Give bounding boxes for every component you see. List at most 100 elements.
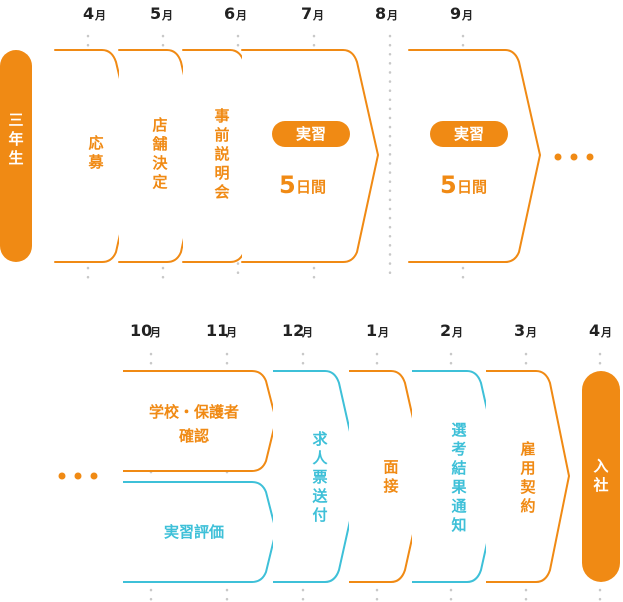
svg-text:付: 付: [312, 506, 327, 524]
internship-days-unit: 日間: [296, 178, 326, 196]
svg-text:知: 知: [451, 516, 466, 534]
svg-text:月: 月: [386, 9, 398, 22]
svg-text:月: 月: [312, 9, 324, 22]
svg-text:確認: 確認: [178, 427, 209, 445]
internship-block-1: [241, 49, 379, 263]
svg-text:店: 店: [152, 116, 167, 134]
step-result-label: 選 考 結 果 通 知: [450, 421, 467, 534]
month-label: 8 月: [375, 4, 398, 23]
row1-guide-lines: [86, 34, 465, 282]
svg-text:契: 契: [519, 478, 536, 496]
svg-text:実習: 実習: [454, 125, 484, 143]
month-label: 6 月: [224, 4, 247, 23]
svg-text:選: 選: [451, 421, 466, 439]
month-label: 12 月: [282, 321, 313, 340]
row2-month-headers: 10 月 11 月 12 月 1 月 2 月 3 月 4 月: [130, 321, 612, 340]
month-label: 3 月: [514, 321, 537, 340]
continuation-dots-row1: [554, 153, 594, 161]
month-label: 2 月: [440, 321, 463, 340]
svg-text:実習: 実習: [296, 125, 326, 143]
svg-text:応: 応: [88, 134, 103, 152]
month-label: 11 月: [206, 321, 237, 340]
hire-pill: 入 社: [582, 371, 620, 582]
svg-text:月: 月: [377, 326, 389, 339]
svg-text:面: 面: [383, 458, 398, 476]
svg-text:5: 5: [150, 4, 161, 23]
step-evaluation-label: 実習評価: [164, 523, 224, 541]
svg-text:送: 送: [311, 487, 328, 505]
svg-text:用: 用: [520, 459, 535, 477]
svg-text:月: 月: [451, 326, 463, 339]
step-contract-arrow: [486, 370, 570, 583]
step-store-label: 店 舗 決 定: [151, 116, 168, 191]
svg-text:月: 月: [94, 9, 106, 22]
svg-text:人: 人: [312, 449, 328, 467]
row1-month-headers: 4 月 5 月 6 月 7 月 8 月 9 月: [83, 4, 473, 23]
svg-text:3: 3: [514, 321, 525, 340]
continuation-dots-row2: [58, 472, 98, 480]
svg-text:学校・保護者: 学校・保護者: [149, 403, 239, 421]
svg-text:決: 決: [152, 154, 168, 172]
svg-text:求: 求: [312, 430, 328, 448]
svg-text:通: 通: [451, 497, 466, 515]
internship-days-number: 5: [440, 171, 457, 199]
svg-text:月: 月: [461, 9, 473, 22]
svg-text:事: 事: [214, 107, 229, 125]
grade-char-3: 生: [8, 149, 23, 167]
grade-pill: 三 年 生: [0, 50, 32, 262]
svg-text:前: 前: [214, 126, 229, 144]
month-label: 7 月: [301, 4, 324, 23]
month-label: 1 月: [366, 321, 389, 340]
svg-text:4: 4: [83, 4, 94, 23]
svg-text:2: 2: [440, 321, 451, 340]
step-confirm-label: 学校・保護者 確認: [149, 403, 239, 445]
step-confirm-arrow: [123, 370, 277, 472]
month-label: 4 月: [83, 4, 106, 23]
step-contract-label: 雇 用 契 約: [519, 440, 536, 515]
svg-text:果: 果: [450, 478, 467, 496]
svg-text:月: 月: [225, 326, 237, 339]
grade-char-1: 三: [8, 111, 23, 129]
step-job-offer-label: 求 人 票 送 付: [311, 430, 328, 524]
svg-text:月: 月: [235, 9, 247, 22]
svg-text:月: 月: [149, 326, 161, 339]
internship-days-number: 5: [279, 171, 296, 199]
row2-guide-lines: [149, 352, 602, 602]
svg-text:結: 結: [451, 459, 466, 477]
svg-text:考: 考: [451, 440, 466, 458]
svg-text:月: 月: [301, 326, 313, 339]
step-apply-label: 応 募: [87, 134, 104, 171]
svg-text:12: 12: [282, 321, 304, 340]
svg-text:4: 4: [589, 321, 600, 340]
step-interview-label: 面 接: [383, 458, 398, 495]
svg-text:会: 会: [214, 183, 229, 201]
svg-text:約: 約: [520, 497, 535, 515]
svg-text:接: 接: [383, 477, 398, 495]
month-label: 5 月: [150, 4, 173, 23]
internship-block-2: [408, 49, 541, 263]
internship-badge: [272, 121, 350, 147]
month-label: 10 月: [130, 321, 161, 340]
svg-text:11: 11: [206, 321, 228, 340]
svg-text:社: 社: [592, 476, 608, 494]
svg-text:雇: 雇: [520, 440, 535, 458]
svg-text:月: 月: [525, 326, 537, 339]
svg-text:7: 7: [301, 4, 312, 23]
step-briefing-label: 事 前 説 明 会: [214, 107, 229, 201]
svg-text:舗: 舗: [151, 135, 167, 153]
internship-2: 実習 5 日間: [430, 121, 508, 199]
internship-days-unit: 日間: [457, 178, 487, 196]
svg-text:10: 10: [130, 321, 152, 340]
svg-text:6: 6: [224, 4, 235, 23]
svg-text:1: 1: [366, 321, 377, 340]
svg-text:募: 募: [87, 153, 104, 171]
internship-1: 実習 5 日間: [272, 121, 350, 199]
svg-text:8: 8: [375, 4, 386, 23]
internship-badge: [430, 121, 508, 147]
svg-text:9: 9: [450, 4, 461, 23]
svg-text:定: 定: [152, 173, 167, 191]
svg-text:月: 月: [600, 326, 612, 339]
svg-text:説: 説: [214, 145, 229, 163]
svg-text:月: 月: [161, 9, 173, 22]
